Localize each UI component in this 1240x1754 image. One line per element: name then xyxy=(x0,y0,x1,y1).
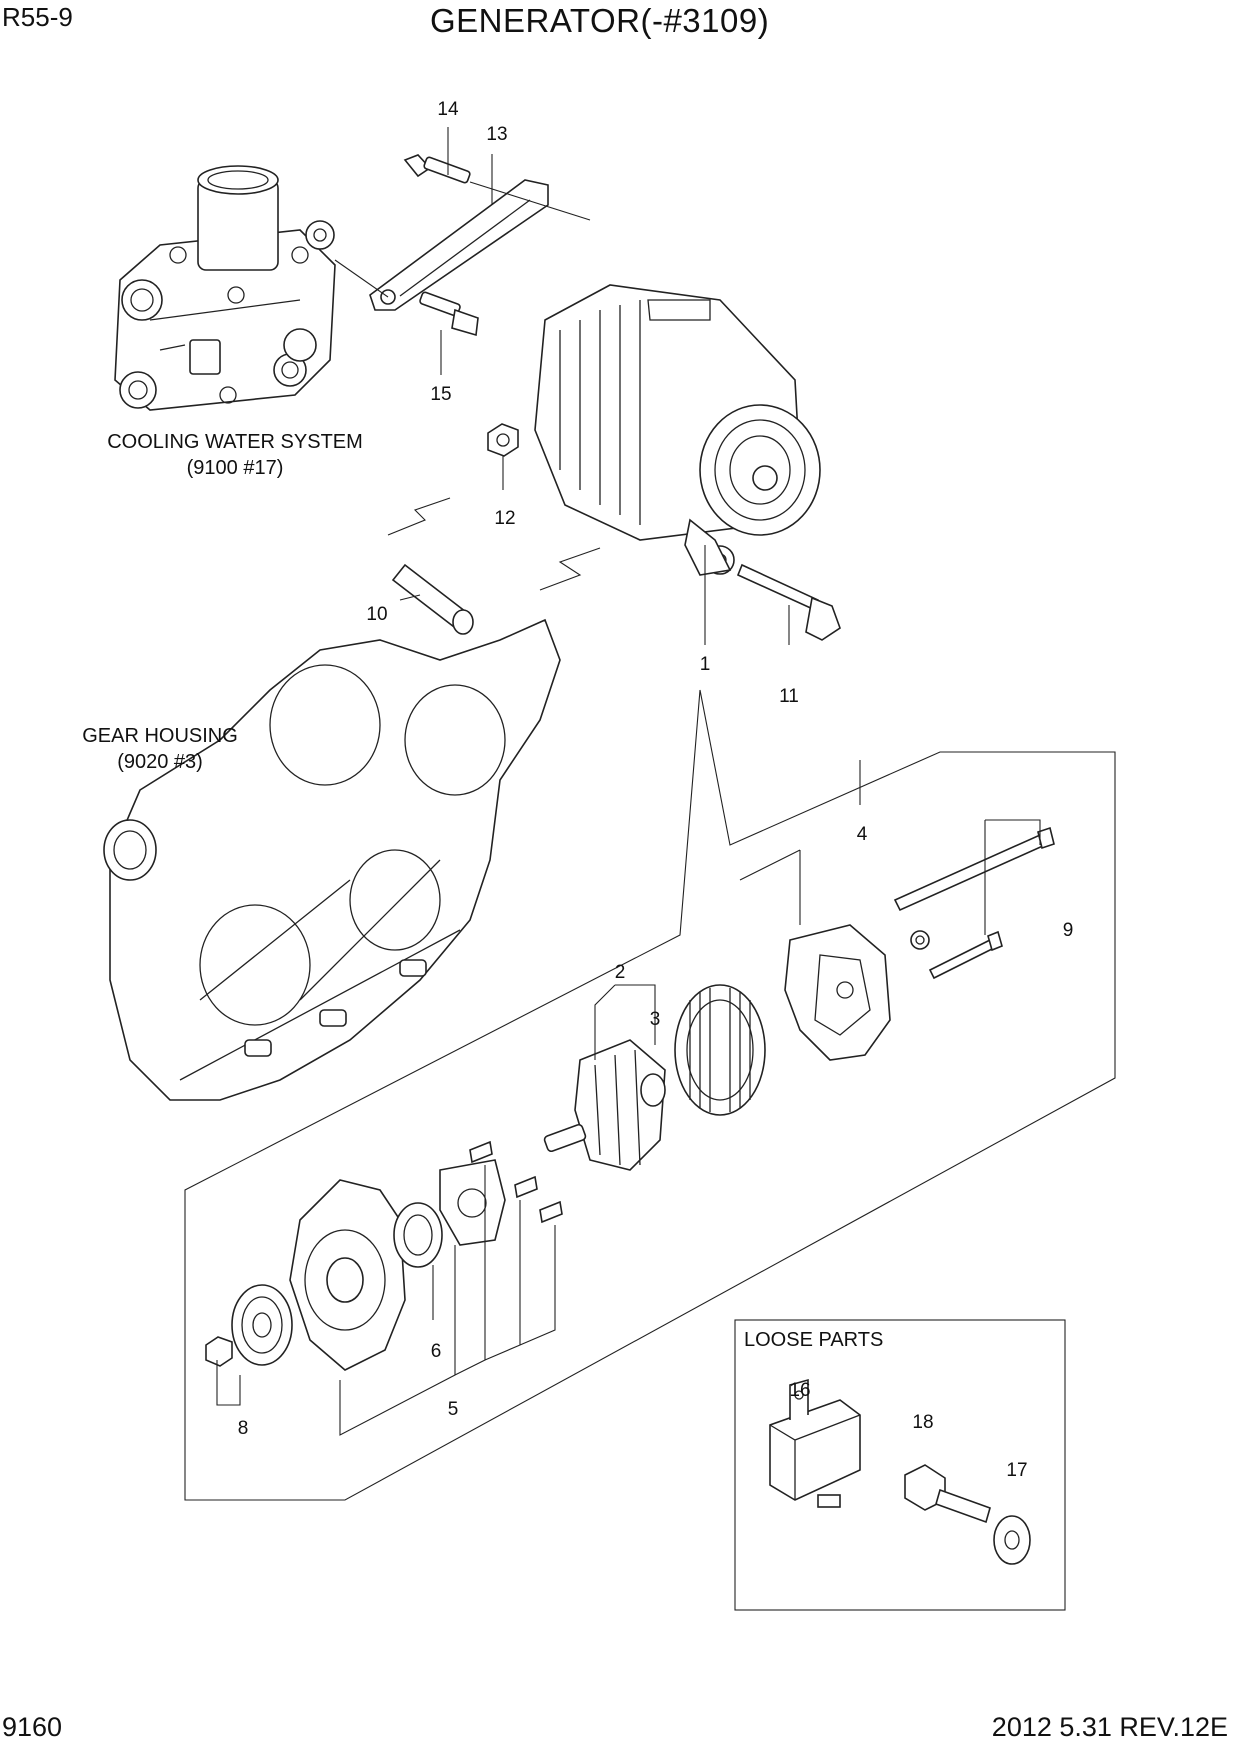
bolt-11-drawing xyxy=(736,563,841,641)
callout-2: 2 xyxy=(615,962,626,983)
bolt-15-drawing xyxy=(419,291,479,337)
bracket-drawing xyxy=(334,179,549,311)
leader-8 xyxy=(216,1360,241,1406)
model-code: R55-9 xyxy=(2,2,73,32)
retainer-plate-drawing xyxy=(439,1159,506,1246)
exploded-view-frame xyxy=(184,689,1116,1501)
callout-17: 17 xyxy=(1006,1460,1027,1481)
rotor-2-drawing xyxy=(543,1039,666,1171)
page-number: 9160 xyxy=(2,1712,63,1742)
leader-2-3 xyxy=(594,984,656,1060)
callout-8: 8 xyxy=(238,1418,249,1439)
cooling-water-system-label: COOLING WATER SYSTEM xyxy=(107,431,363,453)
rear-housing-4-drawing xyxy=(784,924,891,1061)
stator-drawing xyxy=(674,984,766,1116)
leader-4 xyxy=(739,760,861,925)
leader-5 xyxy=(339,1165,556,1436)
gear-housing-ref: (9020 #3) xyxy=(117,751,203,773)
loose-parts-title: LOOSE PARTS xyxy=(744,1329,883,1351)
callout-16: 16 xyxy=(789,1380,810,1401)
callout-4: 4 xyxy=(857,824,868,845)
callout-15: 15 xyxy=(430,384,451,405)
pulley-drawing xyxy=(231,1284,293,1366)
housing-screws-drawing xyxy=(469,1140,563,1224)
callout-10: 10 xyxy=(366,604,387,625)
callout-5: 5 xyxy=(448,1399,459,1420)
callout-14: 14 xyxy=(437,99,459,120)
cooling-water-system-ref: (9100 #17) xyxy=(187,457,284,479)
pulley-nut-8-drawing xyxy=(205,1336,233,1367)
loose-parts-box xyxy=(734,1319,1066,1611)
relay-16-drawing xyxy=(769,1378,861,1508)
callout-18: 18 xyxy=(912,1412,933,1433)
nut-12-drawing xyxy=(487,423,519,457)
callout-3: 3 xyxy=(650,1009,661,1030)
front-housing-5-drawing xyxy=(289,1179,406,1371)
revision-date: 2012 5.31 REV.12E xyxy=(991,1712,1228,1742)
cooling-water-housing-drawing xyxy=(114,165,336,411)
callout-1: 1 xyxy=(700,654,711,675)
spacer-10-drawing xyxy=(391,563,474,635)
bolts-9-drawing xyxy=(893,826,1055,980)
gear-housing-label: GEAR HOUSING xyxy=(82,725,238,747)
page-title: GENERATOR(-#3109) xyxy=(430,2,770,39)
bearing-6-drawing xyxy=(393,1202,443,1268)
gear-housing-phantom-lines xyxy=(387,497,601,591)
alternator-assembly-drawing xyxy=(534,284,821,576)
callout-6: 6 xyxy=(431,1341,442,1362)
callout-13: 13 xyxy=(486,124,507,145)
callout-12: 12 xyxy=(494,508,515,529)
leader-upper xyxy=(399,127,790,645)
gear-housing-drawing xyxy=(103,618,561,1101)
bolt-14-drawing xyxy=(403,154,591,221)
callout-9: 9 xyxy=(1063,920,1074,941)
bolt-18-drawing xyxy=(904,1464,991,1524)
washer-17-drawing xyxy=(993,1515,1031,1565)
leader-9 xyxy=(984,819,1041,935)
callout-11: 11 xyxy=(779,686,799,707)
